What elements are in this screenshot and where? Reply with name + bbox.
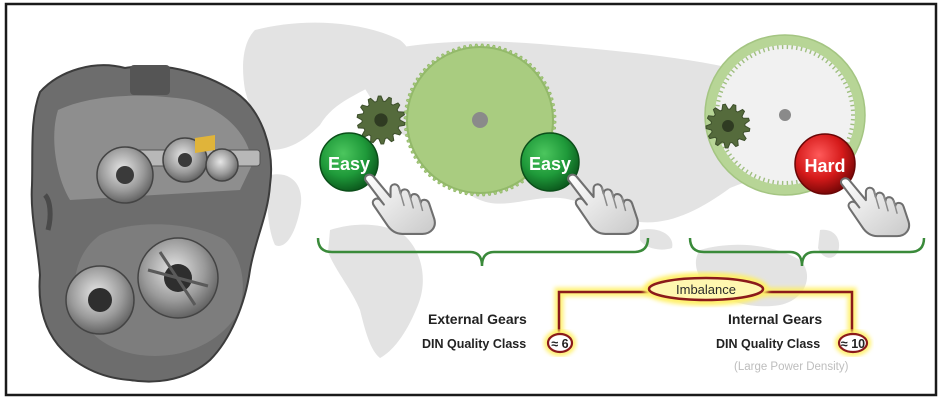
external-gears-bracket (316, 237, 650, 267)
internal-din-label: DIN Quality Class (716, 337, 820, 351)
external-din-label: DIN Quality Class (422, 337, 526, 351)
internal-gears-title: Internal Gears (728, 311, 822, 327)
imbalance-label: Imbalance (676, 282, 736, 297)
easy-button-left-label: Easy (328, 154, 370, 174)
small-external-gear-icon (356, 95, 406, 145)
easy-button-right[interactable]: Easy (520, 132, 580, 192)
small-internal-gear-icon (705, 103, 751, 149)
hard-button[interactable]: Hard (794, 133, 856, 195)
internal-note: (Large Power Density) (734, 361, 849, 373)
easy-button-left[interactable]: Easy (319, 132, 379, 192)
imbalance-connector: Imbalance (554, 272, 857, 343)
internal-din-value: ≈ 10 (841, 337, 865, 351)
external-din-value: ≈ 6 (551, 337, 568, 351)
hard-button-label: Hard (804, 156, 845, 176)
easy-button-right-label: Easy (529, 154, 571, 174)
internal-gears-bracket (688, 237, 926, 267)
transmission-cutaway-image (30, 64, 272, 383)
external-gears-title: External Gears (428, 311, 527, 327)
